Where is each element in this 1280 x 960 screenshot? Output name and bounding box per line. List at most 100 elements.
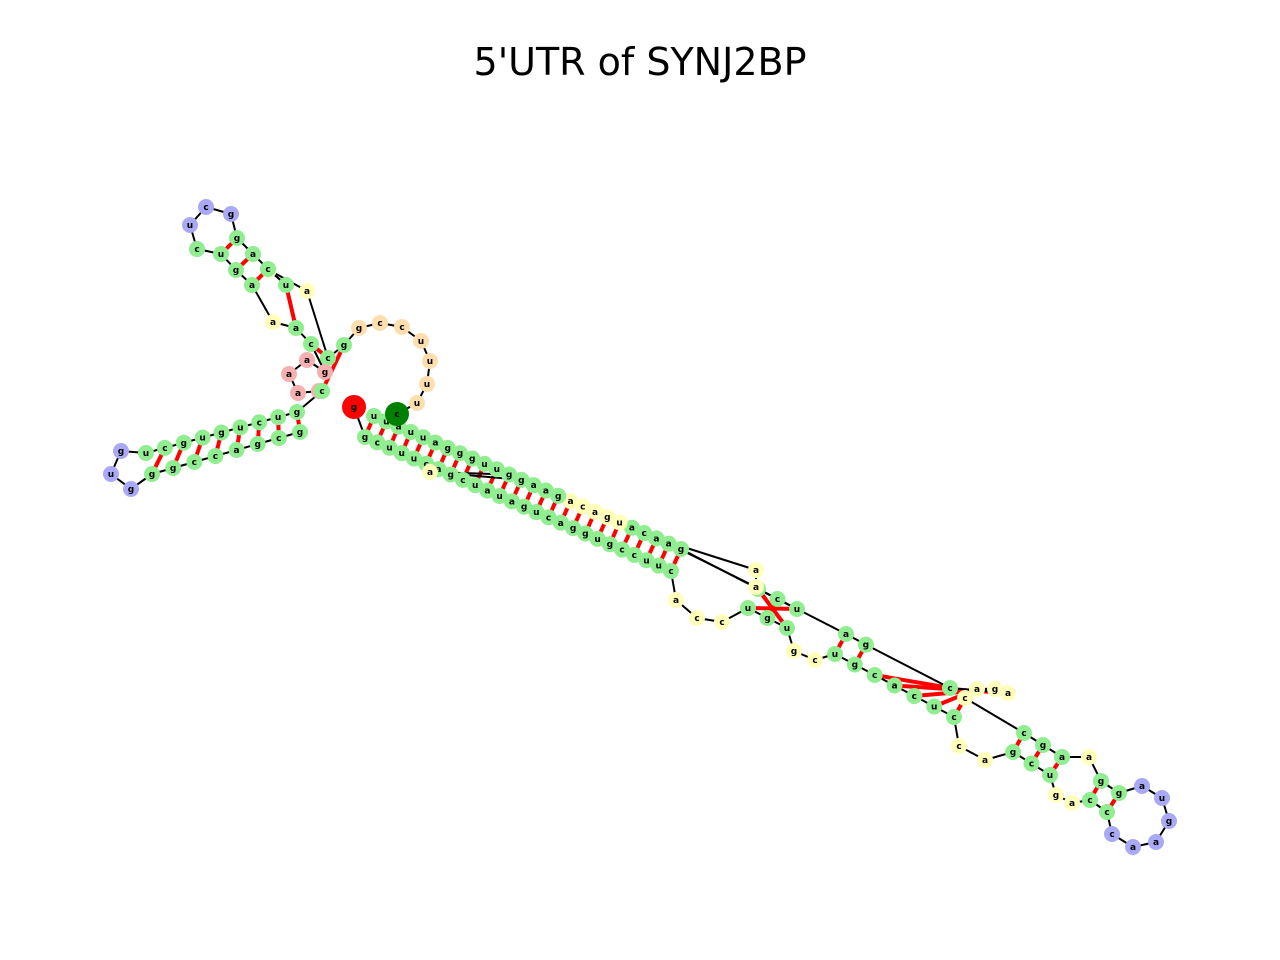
nucleotide-label: g [521, 503, 527, 513]
nucleotide-circle [165, 460, 182, 476]
base-pair-bond [756, 587, 789, 630]
nucleotide-n73: u [789, 601, 805, 617]
nucleotide-n49: a [1064, 795, 1080, 811]
nucleotide-label: g [1053, 791, 1059, 801]
nucleotide-label: g [506, 471, 512, 481]
nucleotide-n20: g [577, 525, 594, 542]
nucleotide-label: a [558, 519, 564, 529]
nucleotide-label: c [962, 694, 967, 704]
nucleotide-circle [577, 525, 594, 542]
nucleotide-label: c [812, 656, 817, 666]
nucleotide-n76: a [748, 579, 764, 595]
nucleotide-circle [299, 352, 315, 368]
nucleotide-n115: u [278, 277, 294, 293]
nucleotide-label: c [460, 476, 465, 486]
nucleotide-label: c [319, 387, 324, 397]
nucleotide-label: a [1086, 753, 1092, 763]
nucleotide-n29: c [689, 610, 705, 626]
nucleotide-label: u [616, 518, 622, 528]
nucleotide-n129: c [303, 336, 319, 352]
nucleotide-label: u [931, 703, 937, 713]
nucleotide-label: u [143, 449, 149, 459]
nucleotide-circle [491, 487, 508, 504]
nucleotide-circle [290, 385, 306, 401]
nucleotide-circle [537, 482, 554, 499]
nucleotide-label: a [1059, 753, 1065, 763]
nucleotide-circle [249, 436, 266, 452]
nucleotide-circle [454, 471, 471, 488]
nucleotide-label: a [753, 583, 759, 593]
nucleotide-circle [827, 646, 843, 662]
nucleotide-circle [476, 455, 493, 472]
nucleotide-n118: g [229, 230, 245, 246]
nucleotide-circle [303, 336, 319, 352]
nucleotide-label: g [678, 545, 684, 555]
nucleotide-label: g [254, 440, 260, 450]
nucleotide-circle [1000, 685, 1016, 701]
nucleotide-circle [228, 442, 245, 458]
nucleotide-circle [1099, 804, 1115, 820]
nucleotide-label: g [582, 529, 588, 539]
nucleotide-label: g [1098, 777, 1104, 787]
nucleotide-label: g [863, 641, 869, 651]
nucleotide-n86: g [550, 487, 567, 504]
nucleotide-n94: g [464, 450, 481, 467]
nucleotide-circle [244, 277, 260, 293]
nucleotide-n150: c [186, 454, 203, 470]
nucleotide-n42: c [946, 709, 962, 725]
nucleotide-n131: a [299, 352, 315, 368]
nucleotide-label: c [276, 434, 281, 444]
nucleotide-circle [779, 620, 795, 636]
nucleotide-n111: g [336, 337, 352, 353]
nucleotide-label: u [420, 433, 426, 443]
nucleotide-circle [265, 314, 281, 330]
nucleotide-n50: c [1082, 792, 1098, 808]
nucleotide-label: c [951, 713, 956, 723]
nucleotide-label: u [481, 460, 487, 470]
nucleotide-n75: a [660, 535, 677, 552]
nucleotide-circle [186, 454, 203, 470]
nucleotide-n133: a [290, 385, 306, 401]
nucleotide-n113: a [299, 283, 315, 299]
nucleotide-label: u [383, 417, 389, 427]
nucleotide-circle [969, 681, 985, 697]
nucleotide-circle [599, 509, 616, 526]
nucleotide-n99: u [402, 423, 419, 440]
nucleotide-circle [626, 546, 643, 563]
nucleotide-circle [528, 504, 545, 521]
nucleotide-n121: u [182, 217, 198, 233]
nucleotide-label: c [377, 319, 382, 329]
nucleotide-label: a [396, 423, 402, 433]
nucleotide-circle [846, 656, 863, 673]
nucleotide-label: g [992, 685, 998, 695]
nucleotide-circle [1134, 778, 1150, 794]
nucleotide-circle [1016, 725, 1032, 741]
nucleotide-label: c [546, 513, 551, 523]
nucleotide-circle [381, 439, 398, 456]
nucleotide-circle [223, 206, 239, 222]
base-pair-bond [320, 344, 346, 392]
nucleotide-label: a [982, 756, 988, 766]
nucleotide-n17: c [540, 509, 557, 526]
nucleotide-n107: u [413, 333, 429, 349]
nucleotide-label: g [518, 476, 524, 486]
nucleotide-circle [759, 610, 776, 626]
nucleotide-label: c [213, 452, 218, 462]
nucleotide-circle [636, 525, 653, 542]
nucleotide-n137: u [270, 409, 287, 426]
nucleotide-n155: g [292, 424, 308, 440]
nucleotide-label: c [1029, 760, 1034, 770]
backbone-segment [865, 643, 951, 689]
nucleotide-circle [638, 552, 655, 569]
nucleotide-label: c [912, 692, 917, 702]
nucleotide-n51: c [1099, 804, 1115, 820]
nucleotide-circle [550, 487, 567, 504]
nucleotide-circle [951, 738, 967, 754]
nucleotide-n78: a [648, 530, 665, 547]
nucleotide-circle [317, 364, 333, 380]
nucleotide-label: c [399, 323, 404, 333]
nucleotide-circle [648, 530, 665, 547]
nucleotide-n112: c [320, 350, 336, 366]
nucleotide-label: g [607, 540, 613, 550]
nucleotide-circle [415, 429, 432, 446]
